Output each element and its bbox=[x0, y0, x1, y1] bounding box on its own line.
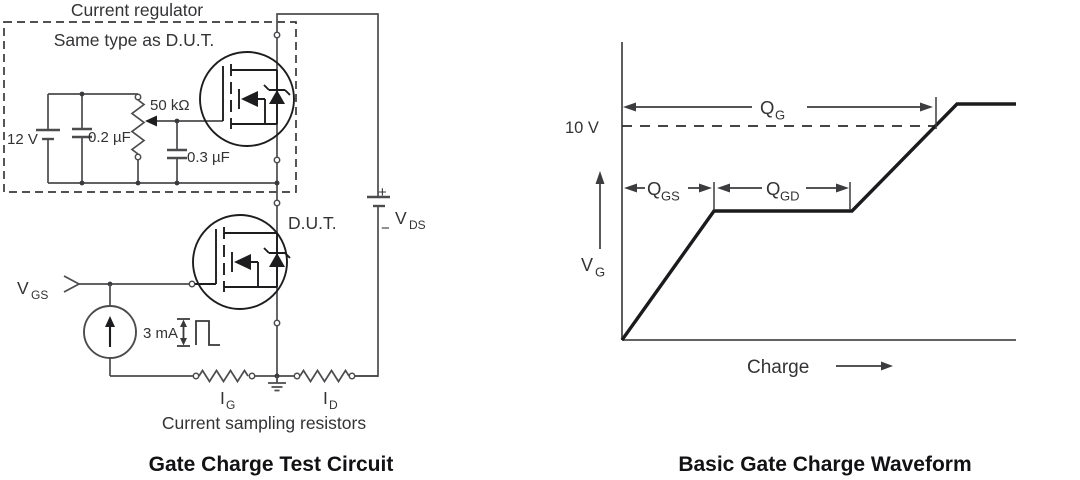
regulator-heading: Current regulator bbox=[71, 0, 203, 20]
vds-return-wire bbox=[355, 206, 379, 377]
qg-span-arrow: Q G bbox=[623, 97, 937, 129]
capacitor-0p3uf: 0.3 µF bbox=[167, 118, 230, 186]
current-source-3ma: 3 mA bbox=[83, 284, 220, 376]
qg-label-sub: G bbox=[775, 108, 785, 123]
vgs-input: V GS bbox=[17, 275, 216, 302]
zener-diode bbox=[269, 90, 285, 104]
vds-source: + − V DS bbox=[367, 184, 426, 237]
qgs-span-arrow: Q GS bbox=[624, 178, 715, 210]
vgs-chevron bbox=[63, 275, 81, 293]
dut-label: D.U.T. bbox=[288, 213, 337, 233]
top-supply-wire bbox=[276, 13, 379, 197]
current-sampling-resistors: I G I D Current sampling resistors bbox=[110, 368, 378, 433]
vg-label: V bbox=[581, 255, 593, 275]
resistor-id bbox=[299, 368, 350, 384]
vds-minus: − bbox=[381, 220, 390, 237]
battery-12v-label: 12 V bbox=[7, 131, 38, 148]
gate-voltage-waveform bbox=[620, 102, 1016, 341]
capacitor-0p3uf-label: 0.3 µF bbox=[187, 149, 230, 166]
vds-plus: + bbox=[378, 184, 387, 201]
ground-symbol bbox=[268, 376, 286, 392]
resistor-ig bbox=[198, 368, 249, 384]
zener-diode bbox=[269, 253, 285, 267]
current-arrow bbox=[105, 316, 115, 327]
qgd-label-sub: GD bbox=[780, 189, 800, 204]
capacitor-0p2uf-label: 0.2 µF bbox=[88, 129, 131, 146]
qgd-label: Q bbox=[766, 178, 780, 199]
id-label-sub: D bbox=[329, 398, 338, 412]
vds-label-sub: DS bbox=[409, 218, 426, 232]
charge-arrow bbox=[881, 361, 893, 371]
body-diode-arrow bbox=[241, 91, 258, 107]
body-diode-arrow bbox=[234, 254, 251, 270]
regulator-dashed-box bbox=[3, 21, 297, 193]
potentiometer-50k: 50 kΩ bbox=[130, 93, 223, 186]
sampling-caption: Current sampling resistors bbox=[162, 413, 366, 433]
vgs-label: V bbox=[17, 278, 29, 298]
id-label: I bbox=[323, 388, 328, 408]
wiper-arrow bbox=[145, 115, 157, 127]
waveform-panel: 10 V Q G Q GS Q GD bbox=[565, 42, 1016, 476]
vgs-label-sub: GS bbox=[31, 288, 48, 302]
qgd-span-arrow: Q GD bbox=[717, 178, 851, 210]
mosfet-regulator bbox=[199, 51, 295, 147]
ref-10v-label: 10 V bbox=[565, 119, 599, 137]
left-title: Gate Charge Test Circuit bbox=[149, 453, 394, 476]
mosfet-dut bbox=[192, 214, 291, 310]
ig-label: I bbox=[220, 388, 225, 408]
vds-label: V bbox=[395, 208, 407, 228]
charge-axis-label: Charge bbox=[747, 357, 893, 378]
ig-label-sub: G bbox=[226, 398, 235, 412]
capacitor-0p2uf: 0.2 µF bbox=[72, 91, 131, 186]
xlabel-text: Charge bbox=[747, 357, 809, 378]
battery-12v: 12 V bbox=[7, 94, 60, 183]
vg-label-sub: G bbox=[595, 265, 605, 280]
vg-up-arrow bbox=[595, 171, 605, 184]
pulse-waveform-glyph bbox=[177, 318, 220, 347]
potentiometer-label: 50 kΩ bbox=[150, 97, 190, 114]
regulator-subheading: Same type as D.U.T. bbox=[54, 30, 214, 50]
qg-label: Q bbox=[760, 97, 774, 118]
test-circuit-panel: Current regulator Same type as D.U.T. 12… bbox=[3, 0, 426, 476]
current-source-label: 3 mA bbox=[143, 325, 178, 342]
qgs-label: Q bbox=[647, 178, 661, 199]
vg-axis-annotation: V G bbox=[581, 171, 605, 280]
right-title: Basic Gate Charge Waveform bbox=[678, 453, 971, 476]
qgs-label-sub: GS bbox=[661, 189, 680, 204]
